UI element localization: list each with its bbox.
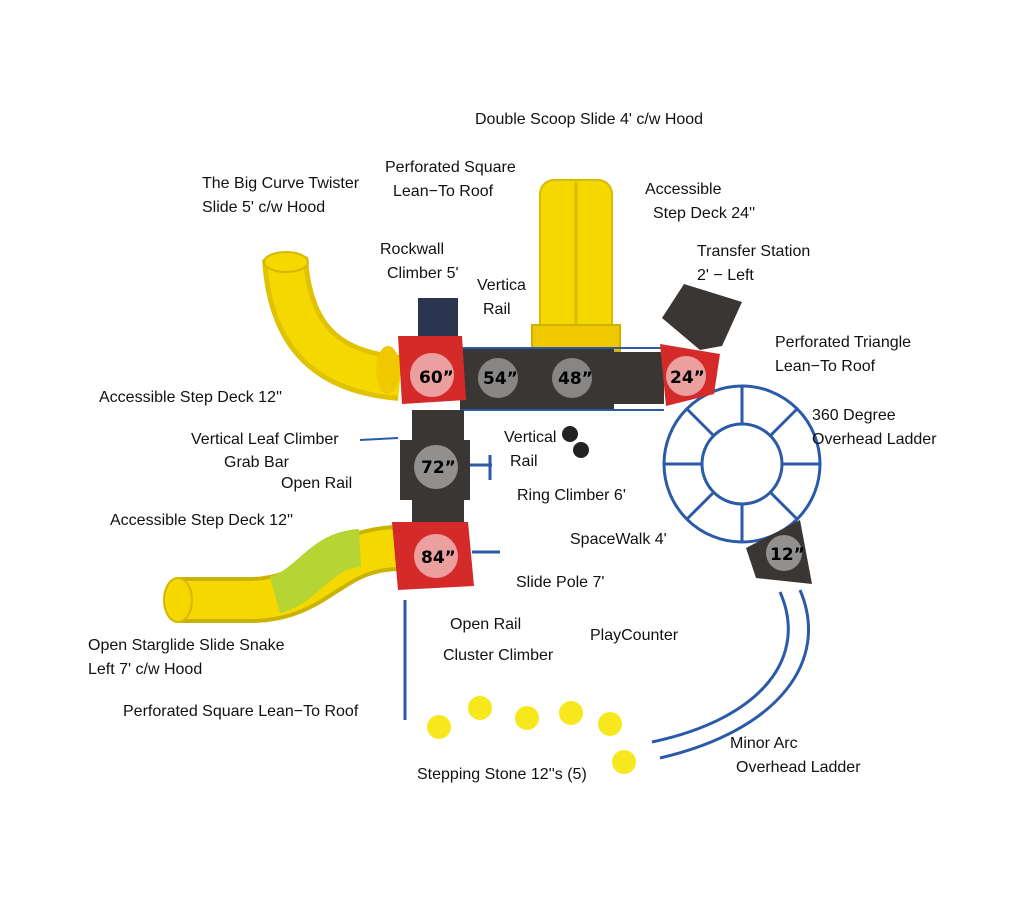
label-vertical-rail-1: Vertical: [504, 429, 557, 446]
ring-climber: [562, 426, 589, 458]
label-big-curve-2: Slide 5' c/w Hood: [202, 199, 326, 216]
height-12: 12”: [770, 545, 805, 565]
label-stepping: Stepping Stone 12''s (5): [417, 766, 587, 783]
minor-arc-ladder: [651, 589, 810, 760]
label-vertica-1: Vertica: [477, 277, 526, 294]
platform-60: 60”: [398, 336, 466, 404]
label-transfer-2: 2' − Left: [697, 267, 754, 284]
label-cluster: Cluster Climber: [443, 647, 554, 664]
label-grab-bar: Grab Bar: [224, 454, 289, 471]
label-vleaf: Vertical Leaf Climber: [191, 431, 339, 448]
label-playcounter: PlayCounter: [590, 627, 679, 644]
label-minor-arc-2: Overhead Ladder: [736, 759, 861, 776]
vertical-deck-column: [359, 410, 500, 720]
label-slide-pole: Slide Pole 7': [516, 574, 605, 591]
label-open-starglide-2: Left 7' c/w Hood: [88, 661, 203, 678]
label-open-starglide-1: Open Starglide Slide Snake: [88, 637, 285, 654]
transfer-station: [662, 284, 742, 350]
height-84: 84”: [421, 548, 456, 568]
label-overhead-360-2: Overhead Ladder: [812, 431, 937, 448]
label-vertical-rail-2: Rail: [510, 453, 538, 470]
label-acc-step-12-a: Accessible Step Deck 12'': [99, 389, 283, 406]
label-perf-tri-1: Perforated Triangle: [775, 334, 912, 351]
starglide-slide-snake: [163, 525, 402, 623]
rockwall-climber: [418, 298, 458, 340]
label-double-scoop: Double Scoop Slide 4' c/w Hood: [475, 111, 704, 128]
overhead-ladder-360: [662, 384, 822, 544]
label-perf-tri-2: Lean−To Roof: [775, 358, 876, 375]
label-big-curve-1: The Big Curve Twister: [202, 175, 360, 192]
height-72: 72”: [421, 458, 456, 478]
label-perf-square-2: Lean−To Roof: [393, 183, 494, 200]
label-rockwall-1: Rockwall: [380, 241, 445, 258]
height-48: 48”: [558, 369, 593, 389]
label-overhead-360-1: 360 Degree: [812, 407, 896, 424]
label-transfer-1: Transfer Station: [697, 243, 811, 260]
label-minor-arc-1: Minor Arc: [730, 735, 798, 752]
label-perf-square-lean: Perforated Square Lean−To Roof: [123, 703, 359, 720]
double-scoop-slide: [531, 179, 621, 352]
label-open-rail-a: Open Rail: [281, 475, 353, 492]
platform-72: 72”: [414, 445, 458, 489]
platform-24: 24”: [660, 344, 720, 406]
platform-48: 48”: [552, 358, 593, 398]
label-open-rail-b: Open Rail: [450, 616, 522, 633]
platform-12: 12”: [746, 520, 812, 584]
stepping-stones: [427, 696, 636, 774]
height-60: 60”: [419, 368, 454, 388]
label-spacewalk: SpaceWalk 4': [570, 531, 667, 548]
label-acc-step-24-1: Accessible: [645, 181, 722, 198]
main-deck-row: [460, 347, 664, 411]
big-curve-twister-slide: [262, 251, 403, 401]
label-perf-square-1: Perforated Square: [385, 159, 516, 176]
platform-84: 84”: [392, 522, 474, 590]
height-54: 54”: [483, 369, 518, 389]
label-acc-step-12-b: Accessible Step Deck 12'': [110, 512, 294, 529]
label-vertica-2: Rail: [483, 301, 511, 318]
label-ring-climber: Ring Climber 6': [517, 487, 626, 504]
platform-54: 54”: [478, 358, 518, 398]
label-rockwall-2: Climber 5': [387, 265, 459, 282]
height-24: 24”: [670, 368, 705, 388]
label-acc-step-24-2: Step Deck 24'': [653, 205, 756, 222]
